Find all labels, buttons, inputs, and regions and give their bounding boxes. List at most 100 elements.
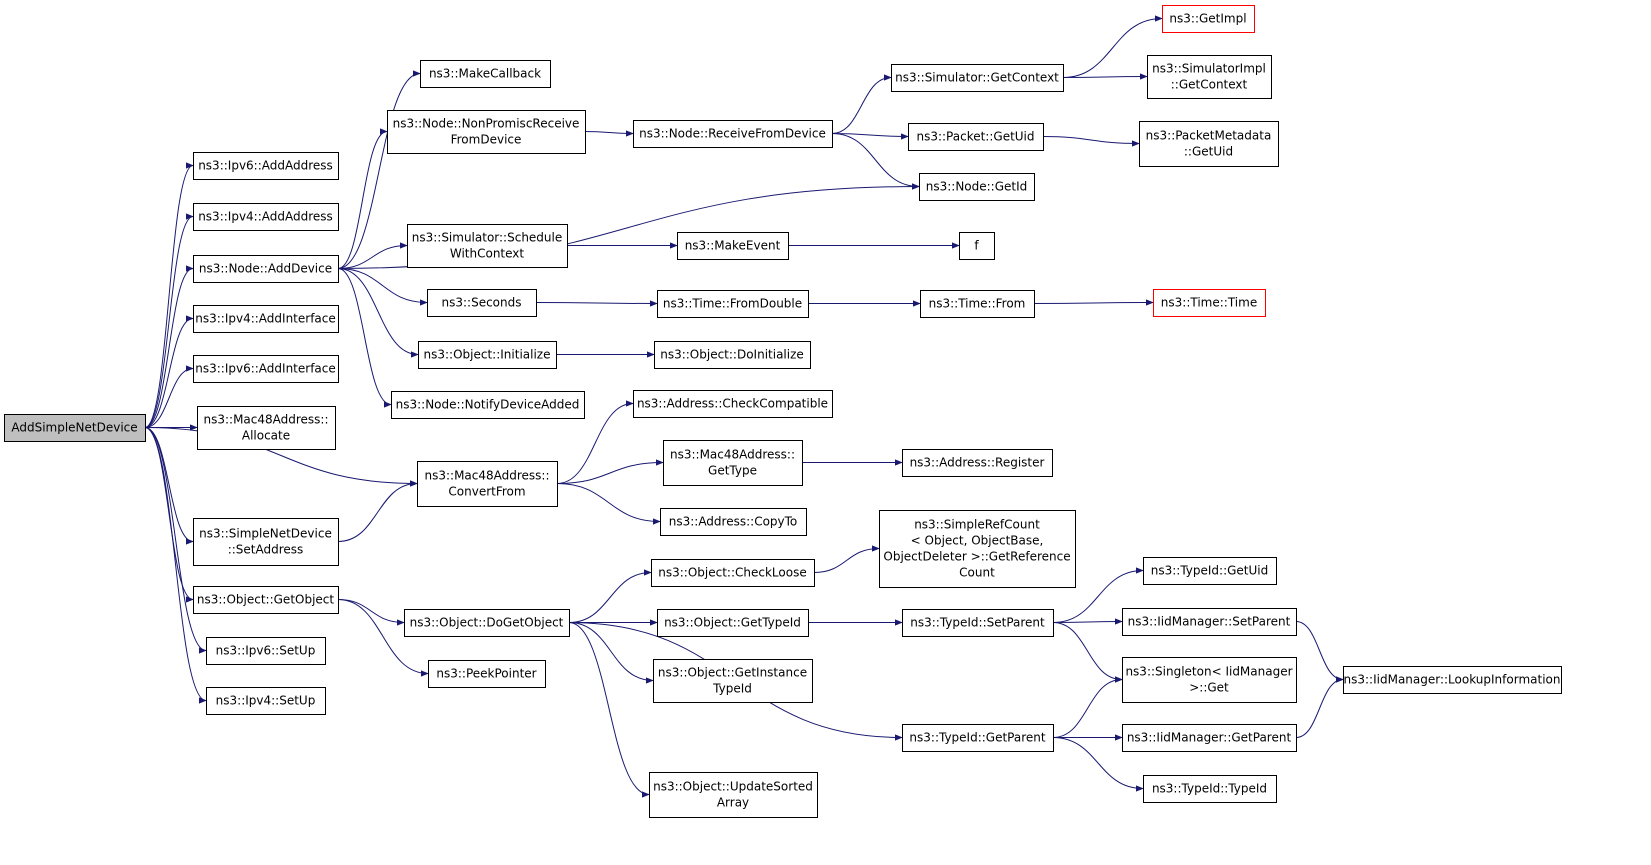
node-label: ns3::Object::UpdateSorted: [653, 780, 813, 794]
node-label: ns3::Mac48Address::: [670, 448, 795, 462]
node-packetMetadataGetUid[interactable]: ns3::PacketMetadata::GetUid: [1139, 121, 1279, 167]
node-objectInitialize[interactable]: ns3::Object::Initialize: [418, 341, 557, 369]
node-addressRegister[interactable]: ns3::Address::Register: [902, 449, 1053, 477]
node-mac48ConvertFrom[interactable]: ns3::Mac48Address::ConvertFrom: [417, 461, 558, 507]
node-seconds[interactable]: ns3::Seconds: [427, 289, 537, 317]
node-iidLookupInformation[interactable]: ns3::IidManager::LookupInformation: [1343, 666, 1562, 694]
node-addressCopyTo[interactable]: ns3::Address::CopyTo: [660, 508, 807, 536]
node-label: ns3::Ipv4::AddAddress: [198, 210, 333, 224]
node-nodeGetId[interactable]: ns3::Node::GetId: [919, 173, 1035, 201]
node-objectCheckLoose[interactable]: ns3::Object::CheckLoose: [651, 559, 815, 587]
node-ipv4AddAddress[interactable]: ns3::Ipv4::AddAddress: [193, 203, 339, 231]
node-packetGetUid[interactable]: ns3::Packet::GetUid: [908, 123, 1044, 151]
node-box: [653, 659, 813, 703]
edge-objectCheckLoose-to-simpleRefCount: [813, 545, 880, 573]
node-box: [651, 559, 815, 587]
node-box: [193, 355, 339, 383]
node-label: ns3::Simulator::GetContext: [895, 71, 1059, 85]
node-notifyDeviceAdded[interactable]: ns3::Node::NotifyDeviceAdded: [391, 391, 585, 419]
node-box: [193, 203, 339, 231]
node-simpleRefCount[interactable]: ns3::SimpleRefCount< Object, ObjectBase,…: [879, 510, 1076, 588]
node-typeIdGetUid[interactable]: ns3::TypeId::GetUid: [1143, 557, 1277, 585]
node-box: [407, 224, 568, 268]
node-label: ns3::Object::GetInstance: [658, 666, 807, 680]
edge-iidGetParent-to-iidLookupInformation: [1295, 676, 1344, 738]
node-label: ::GetContext: [1171, 78, 1248, 92]
node-box: [1122, 608, 1297, 636]
edge-root-to-nodeAddDevice: [144, 265, 194, 428]
node-timeFrom[interactable]: ns3::Time::From: [920, 290, 1035, 318]
edge-root-to-ipv4AddAddress: [144, 213, 194, 428]
edge-nodeAddDevice-to-scheduleWithContext: [337, 242, 408, 269]
node-label: ns3::Ipv6::AddAddress: [198, 159, 333, 173]
node-label: WithContext: [450, 247, 525, 261]
edge-nonPromisc-to-receiveFromDevice: [584, 130, 634, 137]
edge-root-to-objectGetObject: [144, 427, 194, 603]
node-label: ns3::Object::GetObject: [197, 593, 335, 607]
node-box: [1122, 724, 1297, 752]
node-ipv6AddInterface[interactable]: ns3::Ipv6::AddInterface: [193, 355, 339, 383]
node-ipv4AddInterface[interactable]: ns3::Ipv4::AddInterface: [193, 305, 339, 333]
node-getImpl[interactable]: ns3::GetImpl: [1162, 5, 1255, 33]
node-label: ns3::SimpleNetDevice: [199, 527, 332, 541]
node-label: ns3::Node::AddDevice: [199, 262, 332, 276]
node-typeIdGetParent[interactable]: ns3::TypeId::GetParent: [902, 724, 1054, 752]
edge-nodeAddDevice-to-notifyDeviceAdded: [337, 268, 392, 408]
node-objectDoGetObject[interactable]: ns3::Object::DoGetObject: [404, 609, 570, 637]
node-objectDoInitialize[interactable]: ns3::Object::DoInitialize: [654, 341, 811, 369]
edge-typeIdGetParent-to-typeIdTypeId: [1052, 737, 1144, 792]
node-addressCheckCompatible[interactable]: ns3::Address::CheckCompatible: [633, 390, 833, 418]
edge-root-to-ipv4SetUp: [144, 427, 207, 704]
node-mac48GetType[interactable]: ns3::Mac48Address::GetType: [663, 440, 803, 486]
node-mac48Allocate[interactable]: ns3::Mac48Address::Allocate: [197, 406, 336, 450]
node-label: ns3::Object::Initialize: [424, 348, 551, 362]
node-ipv6AddAddress[interactable]: ns3::Ipv6::AddAddress: [193, 152, 339, 180]
node-typeIdSetParent[interactable]: ns3::TypeId::SetParent: [902, 609, 1054, 637]
node-simpleSetAddress[interactable]: ns3::SimpleNetDevice::SetAddress: [193, 518, 339, 566]
node-simulatorGetContext[interactable]: ns3::Simulator::GetContext: [891, 64, 1064, 92]
edge-nodeAddDevice-to-makeCallback: [337, 70, 421, 269]
node-box: [677, 232, 789, 260]
edge-receiveFromDevice-to-packetGetUid: [831, 133, 909, 140]
node-label: ns3::Seconds: [442, 296, 522, 310]
node-receiveFromDevice[interactable]: ns3::Node::ReceiveFromDevice: [633, 120, 833, 148]
node-simulatorImplGetContext[interactable]: ns3::SimulatorImpl::GetContext: [1147, 55, 1272, 99]
edge-mac48ConvertFrom-to-addressCheckCompatible: [556, 400, 634, 484]
node-label: ns3::IidManager::SetParent: [1128, 615, 1291, 629]
node-makeCallback[interactable]: ns3::MakeCallback: [420, 60, 551, 88]
edge-timeFrom-to-timeTime: [1033, 299, 1154, 306]
node-iidSetParent[interactable]: ns3::IidManager::SetParent: [1122, 608, 1297, 636]
node-objectGetObject[interactable]: ns3::Object::GetObject: [193, 586, 339, 614]
node-label: ns3::Object::CheckLoose: [658, 566, 806, 580]
node-timeTime[interactable]: ns3::Time::Time: [1153, 289, 1266, 317]
edge-root-to-ipv6AddAddress: [144, 162, 194, 428]
node-label: AddSimpleNetDevice: [11, 421, 137, 435]
node-singletonGet[interactable]: ns3::Singleton< IidManager>::Get: [1122, 657, 1297, 703]
node-box: [428, 660, 546, 688]
node-iidGetParent[interactable]: ns3::IidManager::GetParent: [1122, 724, 1297, 752]
edge-objectDoGetObject-to-objectGetInstanceTypeId: [568, 622, 654, 684]
node-timeFromDouble[interactable]: ns3::Time::FromDouble: [657, 290, 809, 318]
node-box: [919, 173, 1035, 201]
node-nodeAddDevice[interactable]: ns3::Node::AddDevice: [193, 255, 339, 283]
node-typeIdTypeId[interactable]: ns3::TypeId::TypeId: [1143, 775, 1277, 803]
node-label: FromDevice: [451, 133, 522, 147]
node-label: ns3::Packet::GetUid: [916, 130, 1034, 144]
node-box: [879, 510, 1076, 588]
node-label: Allocate: [242, 429, 290, 443]
node-box: [908, 123, 1044, 151]
node-label: ns3::Mac48Address::: [424, 469, 549, 483]
node-f[interactable]: f: [959, 232, 995, 260]
node-objectGetTypeId[interactable]: ns3::Object::GetTypeId: [657, 609, 809, 637]
node-ipv4SetUp[interactable]: ns3::Ipv4::SetUp: [206, 687, 326, 715]
node-makeEvent[interactable]: ns3::MakeEvent: [677, 232, 789, 260]
node-label: ns3::Object::DoGetObject: [410, 616, 564, 630]
node-root[interactable]: AddSimpleNetDevice: [4, 414, 146, 442]
edge-root-to-ipv6SetUp: [144, 427, 207, 654]
node-peekPointer[interactable]: ns3::PeekPointer: [428, 660, 546, 688]
node-ipv6SetUp[interactable]: ns3::Ipv6::SetUp: [206, 637, 326, 665]
